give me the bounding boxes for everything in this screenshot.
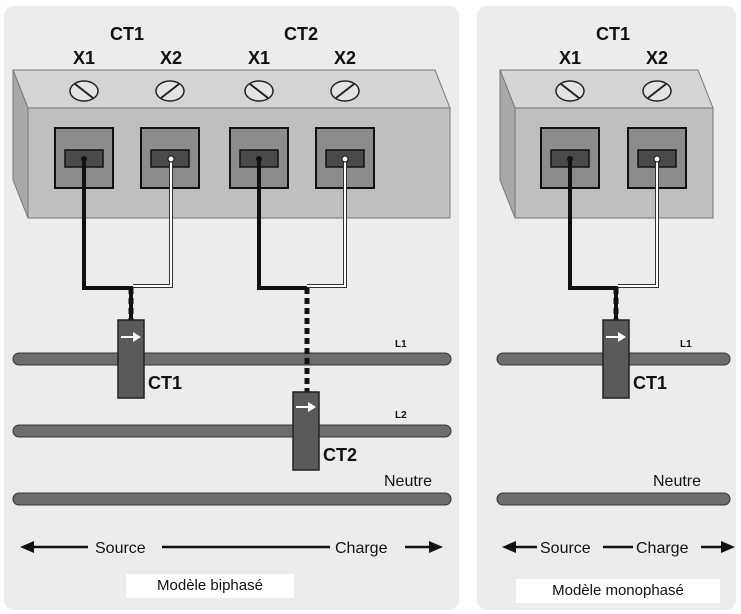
ct2-clamp [292, 391, 320, 471]
conductor-neutral [496, 492, 731, 506]
arrow-right-icon [721, 541, 735, 553]
conductor-label-neutral: Neutre [653, 473, 701, 490]
terminal-label: X2 [160, 48, 182, 68]
ct1-white-wire [133, 159, 172, 287]
terminal-label: X2 [646, 48, 668, 68]
biphase-caption: Modèle biphasé [126, 574, 294, 598]
arrow-right-icon [618, 332, 626, 342]
screw-icon [642, 80, 672, 102]
terminal-label: X1 [559, 48, 581, 68]
ct1-x2-point [167, 155, 175, 163]
load-label: Charge [636, 540, 689, 557]
mono-ct1-clamp [602, 319, 630, 399]
arrow-right-icon [133, 332, 141, 342]
screw-icon [330, 80, 360, 102]
ct1-clamp [117, 319, 145, 399]
mono-x1-point [567, 156, 573, 162]
ct2-white-wire [307, 159, 346, 287]
arrow-right-icon [429, 541, 443, 553]
source-label: Source [95, 540, 146, 557]
load-label: Charge [335, 540, 388, 557]
group-label: CT2 [284, 24, 318, 44]
arrow-right-icon [308, 402, 316, 412]
screw-icon [244, 80, 274, 102]
source-label: Source [540, 540, 591, 557]
conductor-label-neutral: Neutre [384, 473, 432, 490]
mono-x2-point [653, 155, 661, 163]
ct-label: CT1 [633, 373, 667, 393]
terminal-label: X1 [73, 48, 95, 68]
ct2-black-wire [257, 159, 307, 290]
ct-label: CT1 [148, 373, 182, 393]
group-label: CT1 [596, 24, 630, 44]
screw-icon [69, 80, 99, 102]
arrow-left-icon [20, 541, 34, 553]
mono-black-wire [568, 159, 618, 322]
conductor-neutral [12, 492, 452, 506]
terminal-label: X1 [248, 48, 270, 68]
monophase-caption: Modèle monophasé [516, 579, 720, 603]
screw-icon [155, 80, 185, 102]
terminal-socket [540, 127, 600, 189]
conductor-label-l2: L2 [395, 410, 407, 421]
ct2-x2-point [341, 155, 349, 163]
ct1-x1-point [81, 156, 87, 162]
ct1-black-wire [82, 159, 133, 322]
conductor-label-l1: L1 [395, 339, 407, 350]
ct-label: CT2 [323, 445, 357, 465]
mono-white-wire [618, 159, 658, 287]
arrow-left-icon [502, 541, 516, 553]
ct2-x1-point [256, 156, 262, 162]
conductor-l2 [12, 424, 452, 438]
terminal-label: X2 [334, 48, 356, 68]
screw-icon [555, 80, 585, 102]
group-label: CT1 [110, 24, 144, 44]
conductor-l1 [12, 352, 452, 366]
conductor-label-l1: L1 [680, 339, 692, 350]
